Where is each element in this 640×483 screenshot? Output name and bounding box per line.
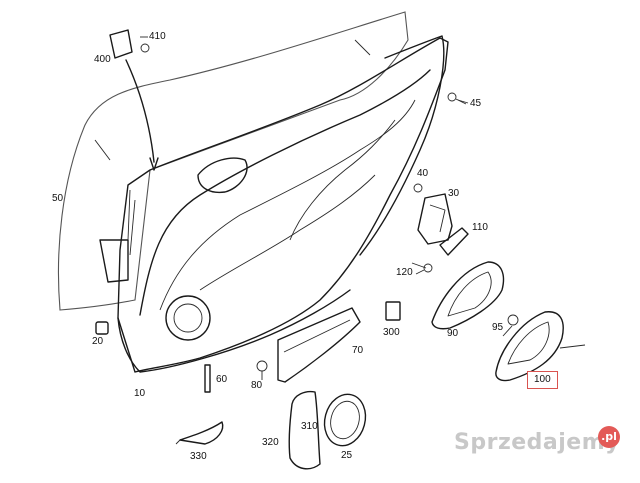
cover-disc-25	[323, 393, 367, 447]
part-label-320: 320	[262, 437, 279, 448]
watermark-text: Sprzedajemy	[454, 430, 620, 455]
lock-assembly	[413, 183, 453, 245]
clip-300	[385, 301, 401, 321]
part-label-25: 25	[341, 450, 353, 461]
trim-cover-100	[495, 311, 586, 382]
part-label-10: 10	[134, 388, 146, 399]
part-label-120: 120	[396, 267, 413, 278]
part-label-110: 110	[472, 222, 488, 233]
part-label-45: 45	[470, 98, 482, 109]
inner-handle	[439, 227, 469, 256]
part-label-410: 410	[149, 31, 166, 42]
part-label-90: 90	[447, 328, 459, 339]
part-label-310: 310	[301, 421, 318, 432]
part-label-80: 80	[251, 380, 263, 391]
cable-connector	[109, 29, 159, 171]
leader-lines	[140, 36, 513, 337]
cable-tie-330	[175, 421, 224, 445]
door-inner-panel	[99, 37, 449, 373]
part-label-50: 50	[52, 193, 64, 204]
screw-120	[415, 263, 433, 275]
screw-45	[447, 92, 467, 105]
part-label-100-highlighted: 100	[527, 371, 558, 389]
part-label-30: 30	[448, 188, 460, 199]
screw-80	[256, 360, 268, 380]
part-label-95: 95	[492, 322, 504, 333]
trim-strip-70	[277, 307, 361, 383]
screw-95	[507, 314, 519, 326]
part-label-330: 330	[190, 451, 207, 462]
part-label-400: 400	[94, 54, 111, 65]
handle-trim	[431, 261, 505, 330]
part-label-60: 60	[216, 374, 228, 385]
clip-20	[95, 321, 109, 335]
part-label-40: 40	[417, 168, 429, 179]
window-seal	[359, 35, 445, 256]
part-label-70: 70	[352, 345, 364, 356]
watermark-badge: .pl	[598, 426, 620, 448]
pin-60	[204, 364, 211, 393]
part-label-300: 300	[383, 327, 400, 338]
seal-320	[288, 390, 321, 470]
part-label-20: 20	[92, 336, 104, 347]
